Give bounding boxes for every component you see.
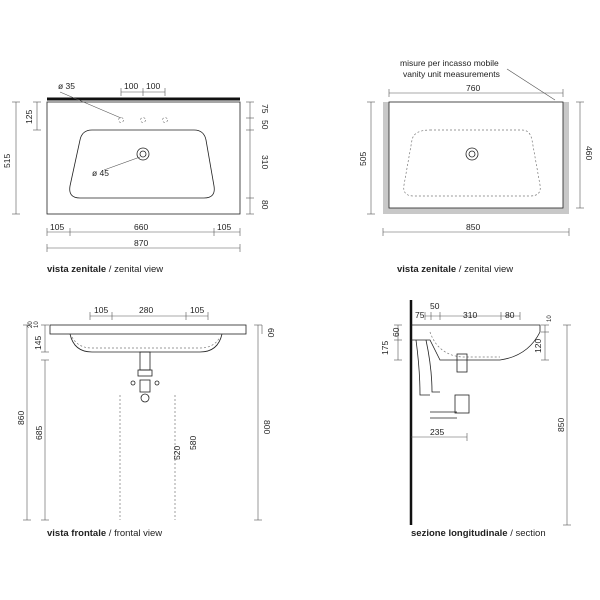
- dim-section-height-850: 850: [556, 418, 566, 432]
- dim-drain-diameter: ø 45: [92, 168, 109, 178]
- dim-section-top-75: 75: [415, 310, 425, 320]
- dim-inner-depth: 460: [584, 146, 594, 160]
- dim-height-520: 520: [172, 446, 182, 460]
- dim-section-left-175: 175: [380, 341, 390, 355]
- zenital-view-left: ø 35 100 100 515 125 75 50 310 80 ø 45 1…: [2, 81, 270, 275]
- dim-front-top-right: 105: [190, 305, 204, 315]
- dim-height-800: 800: [262, 420, 272, 434]
- dim-width-left: 105: [50, 222, 64, 232]
- dim-section-top-310: 310: [463, 310, 477, 320]
- dim-section-top-80: 80: [505, 310, 515, 320]
- dim-right-top: 75: [260, 104, 270, 114]
- basin-outline-top: [46, 97, 241, 215]
- dim-right-basin: 310: [260, 155, 270, 169]
- section-view: 50 75 310 80 60 175 10 120 235 850 sezio…: [380, 300, 571, 539]
- dim-height-685: 685: [34, 426, 44, 440]
- caption-zenital-right: vista zenitale / zenital view: [397, 264, 513, 275]
- dim-section-right-10: 10: [547, 315, 553, 322]
- dim-front-top-left: 105: [94, 305, 108, 315]
- dim-front-top-mid: 280: [139, 305, 153, 315]
- dim-width-mid: 660: [134, 222, 148, 232]
- dim-section-bottom-235: 235: [430, 427, 444, 437]
- dim-width-total: 870: [134, 238, 148, 248]
- dim-hole-diameter: ø 35: [58, 81, 75, 91]
- dim-vanity-depth: 505: [358, 152, 368, 166]
- dim-right-mid: 50: [260, 120, 270, 130]
- dim-back-edge: 125: [24, 110, 34, 124]
- dim-spacing-b: 100: [146, 81, 160, 91]
- note-vanity-it: misure per incasso mobile: [400, 58, 499, 68]
- dim-rim-10: 10: [34, 321, 40, 328]
- dim-outer-width: 850: [466, 222, 480, 232]
- caption-section: sezione longitudinale / section: [411, 528, 546, 539]
- dim-rim-20: 20: [28, 321, 34, 328]
- dim-height-860: 860: [16, 411, 26, 425]
- dim-right-front: 80: [260, 200, 270, 210]
- dim-width-right: 105: [217, 222, 231, 232]
- caption-zenital-left: vista zenitale / zenital view: [47, 264, 163, 275]
- frontal-view: 105 280 105 20 10 145 60 860 685 520 580…: [16, 305, 276, 539]
- dim-inner-width: 760: [466, 83, 480, 93]
- note-vanity-en: vanity unit measurements: [403, 69, 500, 79]
- dim-section-left-60: 60: [391, 327, 401, 337]
- dim-front-right-60: 60: [266, 328, 276, 338]
- dim-height-580: 580: [188, 436, 198, 450]
- dim-section-right-120: 120: [533, 339, 543, 353]
- zenital-view-right: misure per incasso mobile vanity unit me…: [358, 58, 594, 275]
- caption-frontal: vista frontale / frontal view: [47, 528, 162, 539]
- dim-depth-total: 515: [2, 154, 12, 168]
- dim-section-top-50: 50: [430, 301, 440, 311]
- dim-basin-depth: 145: [33, 336, 43, 350]
- dim-spacing-a: 100: [124, 81, 138, 91]
